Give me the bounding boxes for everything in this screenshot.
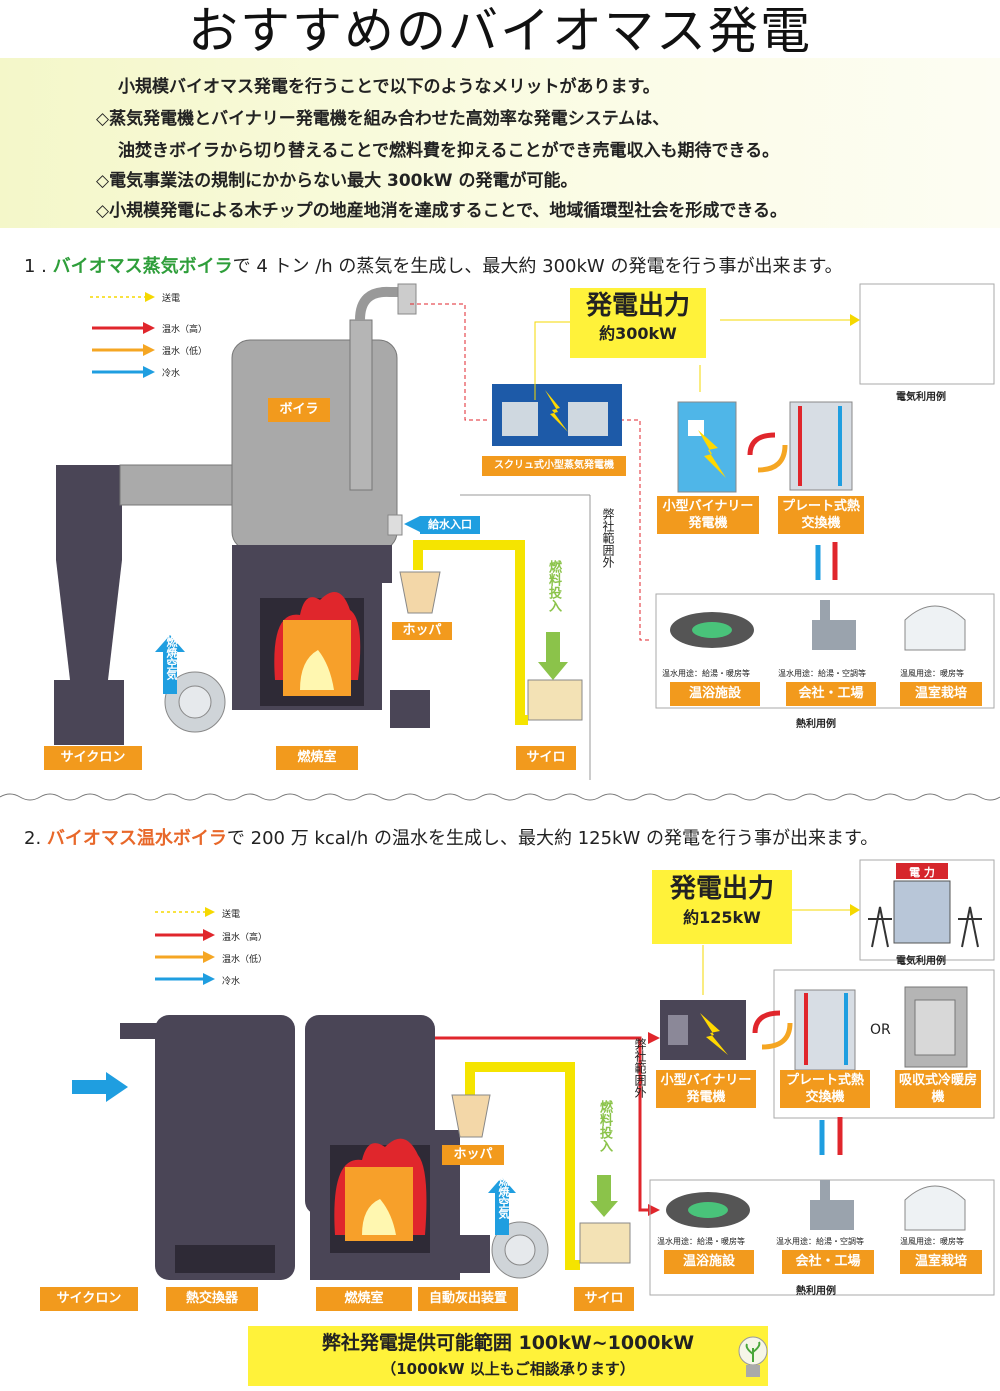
- section2-text: で 200 万 kcal/h の温水を生成し、最大約 125kW の発電を行う事…: [226, 828, 879, 849]
- heat-example-label: 熱利用例: [796, 719, 836, 730]
- boiler-label: ボイラ: [268, 398, 330, 422]
- combustion-label: 燃焼室: [276, 746, 358, 770]
- outside-scope-label: 弊社範囲外: [601, 508, 615, 568]
- legend-hot-low: 温水（低）: [222, 955, 268, 965]
- use-label: 温浴施設: [670, 682, 760, 706]
- lightbulb-icon: [738, 1336, 768, 1377]
- intro-line: 油焚きボイラから切り替えることで燃料費を抑えることができ売電収入も期待できる。: [118, 141, 780, 161]
- elec-example-label: 電気利用例: [896, 956, 946, 967]
- combustion-label: 燃焼室: [316, 1287, 412, 1311]
- cyclone-label: サイクロン: [40, 1287, 138, 1311]
- use-note: 温水用途：給湯・空調等: [776, 1237, 864, 1246]
- use-label: 温室栽培: [900, 1250, 982, 1274]
- power-company-sign: 電 力: [909, 300, 935, 313]
- binary-label: 小型バイナリー発電機: [657, 496, 759, 534]
- legend-send: 送電: [162, 294, 181, 304]
- plate-label: プレート式熱交換機: [780, 1070, 870, 1108]
- steam-generator-label: スクリュ式小型蒸気発電機: [482, 456, 626, 476]
- or-label: OR: [870, 1022, 891, 1038]
- legend-cold: 冷水: [222, 977, 241, 987]
- power-output-value: 約300kW: [599, 324, 677, 343]
- combustion-air-label: 燃焼空気: [165, 636, 178, 680]
- use-note: 温水用途：給湯・暖房等: [657, 1237, 745, 1246]
- use-label: 温室栽培: [900, 682, 982, 706]
- section1-number: 1 .: [24, 256, 53, 277]
- silo-label: サイロ: [574, 1287, 634, 1311]
- use-note: 温水用途：給湯・暖房等: [662, 669, 750, 678]
- intro-line: ◇電気事業法の規制にかからない最大 300kW の発電が可能。: [96, 171, 578, 191]
- section1-diagram: [54, 283, 995, 780]
- footer-banner: 弊社発電提供可能範囲 100kW~1000kW （1000kW 以上もご相談承り…: [248, 1326, 768, 1386]
- power-output-title: 発電出力: [669, 874, 774, 904]
- use-note: 温風用途：暖房等: [900, 1237, 964, 1246]
- section-divider: [0, 793, 1000, 801]
- power-output-box: 発電出力 約300kW: [570, 288, 706, 358]
- plate-label: プレート式熱交換機: [778, 496, 864, 534]
- fuel-input-label: 燃料投入: [546, 560, 561, 612]
- use-label: 会社・工場: [786, 682, 876, 706]
- hopper-label: ホッパ: [442, 1145, 504, 1165]
- intro-line: ◇蒸気発電機とバイナリー発電機を組み合わせた高効率な発電システムは、: [96, 109, 670, 129]
- heat-example-label: 熱利用例: [796, 1286, 836, 1297]
- section1-text: で 4 トン /h の蒸気を生成し、最大約 300kW の発電を行う事が出来ます…: [232, 256, 843, 277]
- intro-line: ◇小規模発電による木チップの地産地消を達成することで、地域循環型社会を形成できる…: [96, 201, 788, 221]
- legend-hot-low: 温水（低）: [162, 347, 208, 357]
- section2-highlight: バイオマス温水ボイラ: [46, 828, 227, 849]
- page-title: おすすめのバイオマス発電: [188, 2, 812, 60]
- footer-line2: （1000kW 以上もご相談承ります）: [381, 1360, 635, 1378]
- cyclone-label: サイクロン: [44, 746, 142, 770]
- elec-example-label: 電気利用例: [896, 392, 946, 403]
- legend-hot-high: 温水（高）: [222, 933, 268, 943]
- use-label: 会社・工場: [782, 1250, 874, 1274]
- legend-hot-high: 温水（高）: [162, 325, 208, 335]
- absorption-label: 吸収式冷暖房機: [895, 1070, 981, 1108]
- outside-scope-label: 弊社範囲外: [633, 1038, 647, 1098]
- legend: [90, 292, 155, 378]
- power-output-box: 発電出力 約125kW: [652, 870, 792, 944]
- section2-heading: 2. バイオマス温水ボイラで 200 万 kcal/h の温水を生成し、最大約 …: [24, 824, 878, 850]
- use-note: 温風用途：暖房等: [900, 669, 964, 678]
- power-output-value: 約125kW: [683, 908, 761, 927]
- power-output-title: 発電出力: [585, 291, 690, 321]
- section2-diagram: [72, 859, 995, 1296]
- combustion-air-label: 燃焼空気: [497, 1175, 510, 1219]
- ash-label: 自動灰出装置: [418, 1287, 518, 1311]
- silo-label: サイロ: [516, 746, 576, 770]
- use-label: 温浴施設: [664, 1250, 754, 1274]
- legend-cold: 冷水: [162, 369, 181, 379]
- section2-number: 2.: [24, 828, 47, 849]
- power-company-sign: 電 力: [909, 866, 935, 879]
- water-inlet-label: 給水入口: [420, 516, 480, 534]
- footer-line1: 弊社発電提供可能範囲 100kW~1000kW: [321, 1332, 695, 1354]
- intro-line: 小規模バイオマス発電を行うことで以下のようなメリットがあります。: [118, 77, 660, 97]
- binary-label: 小型バイナリー発電機: [656, 1070, 756, 1108]
- use-note: 温水用途：給湯・空調等: [778, 669, 866, 678]
- section1-heading: 1 . バイオマス蒸気ボイラで 4 トン /h の蒸気を生成し、最大約 300k…: [24, 252, 843, 278]
- intro-panel: 小規模バイオマス発電を行うことで以下のようなメリットがあります。 ◇蒸気発電機と…: [0, 58, 1000, 228]
- hopper-label: ホッパ: [392, 622, 452, 640]
- fuel-input-label: 燃料投入: [597, 1100, 612, 1152]
- section1-highlight: バイオマス蒸気ボイラ: [52, 256, 233, 277]
- legend-send: 送電: [222, 910, 241, 920]
- heat-exchanger-label: 熱交換器: [166, 1287, 258, 1311]
